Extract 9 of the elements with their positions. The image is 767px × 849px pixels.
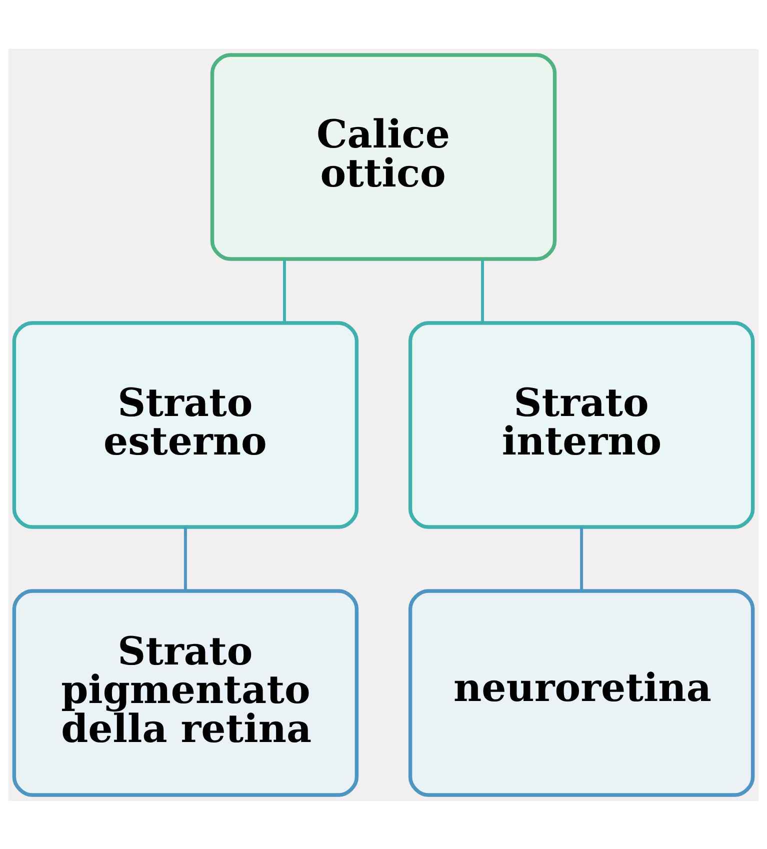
node-box: Strato pigmentato della retina xyxy=(12,588,359,796)
connector xyxy=(184,526,187,590)
node-box: Strato esterno xyxy=(12,320,359,528)
node-box: Calice ottico xyxy=(210,52,557,260)
connector xyxy=(481,258,484,322)
connector xyxy=(580,526,584,590)
node-box: neuroretina xyxy=(408,588,755,796)
node-box: Strato interno xyxy=(408,320,755,528)
connector xyxy=(282,258,286,322)
